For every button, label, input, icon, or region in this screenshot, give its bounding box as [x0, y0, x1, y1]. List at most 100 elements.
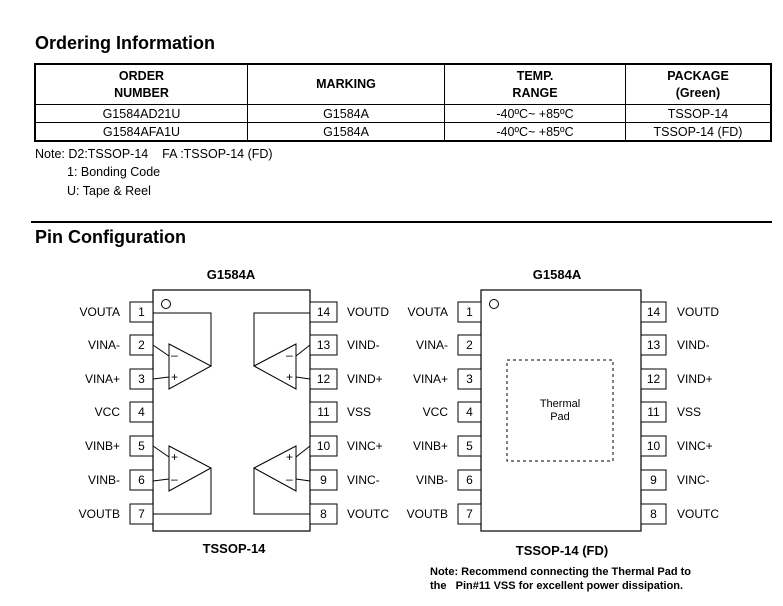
svg-text:5: 5: [466, 439, 473, 453]
svg-text:1: 1: [138, 305, 145, 319]
cell-temp: -40ºC~ +85ºC: [444, 104, 626, 123]
svg-text:10: 10: [647, 439, 661, 453]
svg-text:14: 14: [317, 305, 331, 319]
cell-marking: G1584A: [247, 122, 445, 142]
opamp-a-minus: –: [171, 348, 178, 362]
pin-label-vinb-plus: VINB+: [85, 439, 120, 453]
opamp-d: [252, 312, 311, 390]
ordering-note-3: U: Tape & Reel: [67, 184, 151, 198]
pin-label-vina-plus: VINA+: [413, 372, 448, 386]
pin-label-vind-plus: VIND+: [677, 372, 713, 386]
pin-label-vss: VSS: [347, 405, 371, 419]
svg-text:8: 8: [650, 507, 657, 521]
left-chip-part: G1584A: [207, 267, 256, 282]
pin-label-voutd: VOUTD: [677, 305, 719, 319]
left-chip: G1584A TSSOP-14 – + + – – +: [79, 267, 390, 556]
pin-label-vinc-minus: VINC-: [347, 473, 380, 487]
ordering-note-2: 1: Bonding Code: [67, 165, 161, 179]
pin-label-vinc-plus: VINC+: [677, 439, 713, 453]
pin-label-vouta: VOUTA: [80, 305, 120, 319]
svg-text:4: 4: [138, 405, 145, 419]
pin-label-voutc: VOUTC: [347, 507, 389, 521]
svg-text:6: 6: [138, 473, 145, 487]
pin-label-vina-minus: VINA-: [88, 338, 120, 352]
svg-text:13: 13: [647, 338, 661, 352]
thermal-pad-label-2: Pad: [550, 411, 570, 423]
table-row: G1584AFA1U G1584A -40ºC~ +85ºC TSSOP-14 …: [34, 122, 772, 142]
svg-text:3: 3: [466, 372, 473, 386]
right-chip-right-pins: 14 VOUTD 13 VIND- 12 VIND+ 11 VSS 10 VIN…: [640, 301, 719, 525]
opamp-a: [152, 312, 213, 390]
svg-text:11: 11: [317, 405, 330, 419]
pin-label-voutd: VOUTD: [347, 305, 389, 319]
section-divider: [31, 221, 772, 223]
pin-label-vcc: VCC: [95, 405, 121, 419]
pin-label-vinb-minus: VINB-: [88, 473, 120, 487]
table-row: G1584AD21U G1584A -40ºC~ +85ºC TSSOP-14: [34, 104, 772, 123]
svg-text:2: 2: [138, 338, 145, 352]
opamp-c-minus: –: [286, 472, 293, 486]
pin-config-title: Pin Configuration: [35, 227, 186, 247]
cell-order: G1584AD21U: [34, 104, 248, 123]
right-chip-part: G1584A: [533, 267, 582, 282]
opamp-d-minus: –: [286, 348, 293, 362]
thermal-pad: [506, 359, 614, 462]
cell-temp: -40ºC~ +85ºC: [444, 122, 626, 142]
opamp-d-plus: +: [286, 370, 293, 384]
svg-text:6: 6: [466, 473, 473, 487]
svg-text:2: 2: [466, 338, 473, 352]
svg-text:8: 8: [320, 507, 327, 521]
cell-package: TSSOP-14: [625, 104, 772, 123]
left-chip-right-pins: 14 VOUTD 13 VIND- 12 VIND+ 11 VSS 10 VIN…: [309, 301, 389, 525]
header-package: PACKAGE(Green): [625, 63, 772, 105]
svg-text:12: 12: [647, 372, 661, 386]
opamp-c-plus: +: [286, 450, 293, 464]
ordering-note-1: Note: D2:TSSOP-14 FA :TSSOP-14 (FD): [35, 147, 273, 161]
opamp-b: [152, 445, 213, 515]
pin-label-voutc: VOUTC: [677, 507, 719, 521]
left-chip-package: TSSOP-14: [203, 541, 267, 556]
svg-text:14: 14: [647, 305, 661, 319]
thermal-note-2: the Pin#11 VSS for excellent power dissi…: [430, 580, 684, 592]
pin1-marker: [161, 299, 171, 309]
opamp-c: [252, 445, 311, 515]
svg-text:4: 4: [466, 405, 473, 419]
svg-text:13: 13: [317, 338, 331, 352]
svg-text:11: 11: [647, 405, 660, 419]
opamp-a-plus: +: [171, 370, 178, 384]
svg-text:7: 7: [138, 507, 145, 521]
ordering-title: Ordering Information: [35, 33, 215, 53]
svg-text:5: 5: [138, 439, 145, 453]
pin-label-voutb: VOUTB: [79, 507, 120, 521]
svg-text:12: 12: [317, 372, 331, 386]
svg-text:9: 9: [650, 473, 657, 487]
right-chip-package: TSSOP-14 (FD): [516, 543, 608, 558]
svg-text:9: 9: [320, 473, 327, 487]
pin-label-vinb-minus: VINB-: [416, 473, 448, 487]
svg-text:1: 1: [466, 305, 473, 319]
right-chip-body: [480, 289, 642, 532]
thermal-pad-label-1: Thermal: [540, 398, 580, 410]
pin-label-vinc-plus: VINC+: [347, 439, 383, 453]
right-chip-left-pins: 1 VOUTA 2 VINA- 3 VINA+ 4 VCC 5 VINB+ 6 …: [407, 301, 482, 525]
pin-label-vind-minus: VIND-: [677, 338, 710, 352]
opamp-b-minus: –: [171, 472, 178, 486]
svg-text:7: 7: [466, 507, 473, 521]
pin1-marker: [489, 299, 499, 309]
pin-label-vss: VSS: [677, 405, 701, 419]
cell-order: G1584AFA1U: [34, 122, 248, 142]
right-chip: G1584A Thermal Pad TSSOP-14 (FD) 1 VOUTA…: [407, 267, 720, 558]
pin-label-vind-minus: VIND-: [347, 338, 380, 352]
cell-marking: G1584A: [247, 104, 445, 123]
left-chip-left-pins: 1 VOUTA 2 VINA- 3 VINA+ 4 VCC 5 VINB+ 6 …: [79, 301, 154, 525]
pin-label-vouta: VOUTA: [408, 305, 448, 319]
pin-label-vcc: VCC: [423, 405, 449, 419]
pin-label-vinb-plus: VINB+: [413, 439, 448, 453]
svg-text:3: 3: [138, 372, 145, 386]
left-chip-body: [152, 289, 311, 532]
cell-package: TSSOP-14 (FD): [625, 122, 772, 142]
